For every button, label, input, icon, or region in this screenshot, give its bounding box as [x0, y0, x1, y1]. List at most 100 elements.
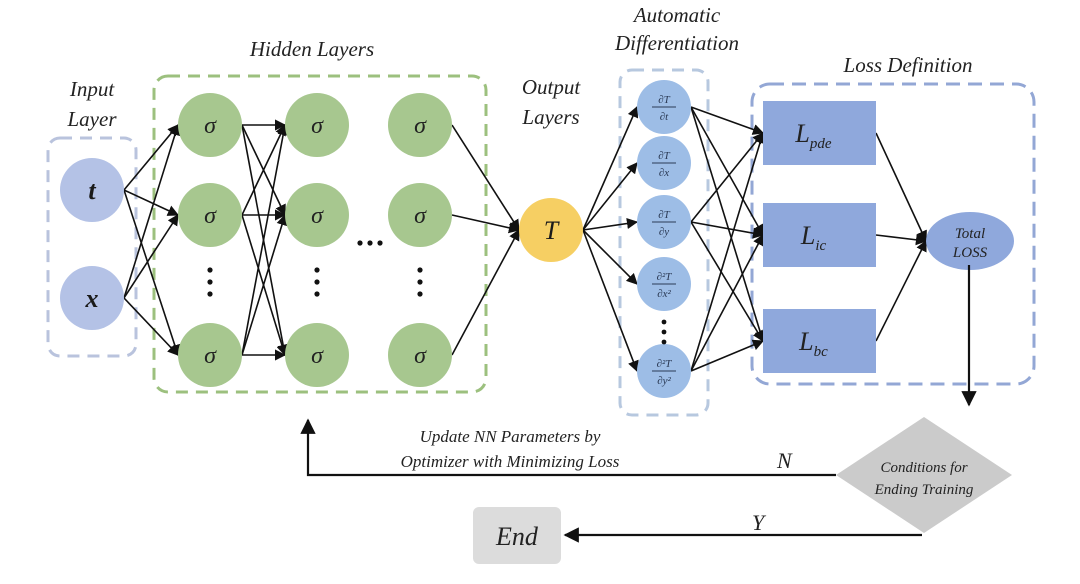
- derivative-denominator: ∂t: [660, 111, 669, 123]
- loss-definition-title: Loss Definition: [843, 53, 973, 77]
- edge-arrow: [451, 229, 520, 356]
- edge-arrow: [690, 106, 764, 236]
- horizontal-ellipsis-dot: [377, 240, 383, 246]
- vertical-ellipsis-dot: [417, 291, 423, 297]
- input-layer-frame: [46, 136, 138, 358]
- edge-arrow: [123, 297, 179, 356]
- feedback-arrow-n: [300, 418, 836, 477]
- derivative-ellipsis-dot: [661, 339, 667, 345]
- input-node-label: x: [85, 284, 99, 313]
- edge-arrow: [690, 132, 764, 223]
- output-node-T: [519, 198, 583, 262]
- derivative-ellipsis-dot: [661, 329, 667, 335]
- sigma-activation-label: σ: [204, 343, 217, 369]
- input-node-x: [60, 266, 124, 330]
- hidden-neuron: [178, 93, 242, 157]
- edge-arrow: [875, 234, 928, 246]
- hidden-neuron: [178, 323, 242, 387]
- sigma-activation-label: σ: [414, 203, 427, 229]
- hidden-neuron: [285, 183, 349, 247]
- derivative-denominator: ∂y²: [657, 375, 671, 387]
- loss-definition-frame: [750, 82, 1036, 386]
- autodiff-frame: [618, 68, 710, 417]
- edge-arrow: [690, 221, 764, 342]
- derivative-ellipsis-dot: [661, 319, 667, 325]
- hidden-layers-title: Hidden Layers: [249, 37, 374, 61]
- derivative-denominator: ∂y: [659, 226, 669, 238]
- edge-arrow: [123, 123, 181, 299]
- output-node-label: T: [544, 216, 560, 245]
- nodes: txσσσσσσσσσT∂T∂t∂T∂x∂T∂y∂²T∂x²∂²T∂y²Lpde…: [60, 80, 1014, 398]
- loss-box-pde: [763, 101, 876, 165]
- hidden-neuron: [388, 93, 452, 157]
- vertical-ellipsis-dot: [314, 279, 320, 285]
- edge-arrow: [123, 189, 180, 216]
- sigma-activation-label: σ: [311, 113, 324, 139]
- edge-arrow: [582, 217, 639, 231]
- sigma-activation-label: σ: [311, 203, 324, 229]
- end-label: End: [495, 522, 539, 551]
- edge-arrow: [451, 214, 521, 234]
- sigma-activation-label: σ: [414, 113, 427, 139]
- derivative-numerator: ∂T: [658, 94, 670, 106]
- edge-arrow: [582, 105, 639, 231]
- edge-arrow: [241, 213, 288, 356]
- vertical-ellipsis-dot: [207, 267, 213, 273]
- edge-arrow: [582, 229, 639, 373]
- edge-arrow: [690, 234, 764, 372]
- edge-arrow: [875, 239, 927, 342]
- vertical-ellipsis-dot: [207, 291, 213, 297]
- derivative-denominator: ∂x²: [657, 288, 671, 300]
- edge-arrow: [241, 123, 286, 216]
- derivative-numerator: ∂T: [658, 150, 670, 162]
- hidden-layers-frame: [152, 74, 488, 394]
- hidden-neuron: [388, 183, 452, 247]
- loss-box-bc: [763, 309, 876, 373]
- edge-arrow: [123, 124, 179, 191]
- edge-arrow: [582, 162, 638, 231]
- vertical-ellipsis-dot: [417, 279, 423, 285]
- edge-arrow: [123, 214, 179, 299]
- edge-arrow: [875, 132, 927, 243]
- hidden-neuron: [388, 323, 452, 387]
- derivative-numerator: ∂²T: [657, 358, 673, 370]
- decision-diamond: [836, 417, 1012, 533]
- sigma-activation-label: σ: [204, 203, 217, 229]
- horizontal-ellipsis-dot: [367, 240, 373, 246]
- edge-arrow: [690, 106, 766, 343]
- edge-arrow: [690, 339, 765, 372]
- end-box: [473, 507, 561, 564]
- derivative-numerator: ∂²T: [657, 271, 673, 283]
- sigma-activation-label: σ: [414, 343, 427, 369]
- derivative-denominator: ∂x: [659, 167, 669, 179]
- hidden-neuron: [285, 323, 349, 387]
- vertical-ellipsis-dot: [417, 267, 423, 273]
- vertical-ellipsis-dot: [207, 279, 213, 285]
- branch-yes-label: Y: [752, 510, 767, 535]
- edge-arrow: [690, 131, 766, 372]
- edge-arrow: [241, 123, 289, 356]
- derivative-numerator: ∂T: [658, 209, 670, 221]
- input-node-label: t: [88, 176, 96, 205]
- edge-arrow: [690, 221, 765, 239]
- vertical-ellipsis-dot: [314, 291, 320, 297]
- loss-box-ic: [763, 203, 876, 267]
- branch-no-label: N: [776, 448, 793, 473]
- edge-arrow: [451, 124, 520, 231]
- sigma-activation-label: σ: [204, 113, 217, 139]
- input-node-t: [60, 158, 124, 222]
- vertical-ellipsis-dot: [314, 267, 320, 273]
- horizontal-ellipsis-dot: [357, 240, 363, 246]
- total-loss-node: [926, 212, 1014, 270]
- hidden-neuron: [178, 183, 242, 247]
- edge-arrow: [582, 229, 638, 285]
- connection-arrows: [123, 105, 928, 373]
- edge-arrow: [690, 106, 765, 135]
- edge-arrow: [123, 189, 181, 357]
